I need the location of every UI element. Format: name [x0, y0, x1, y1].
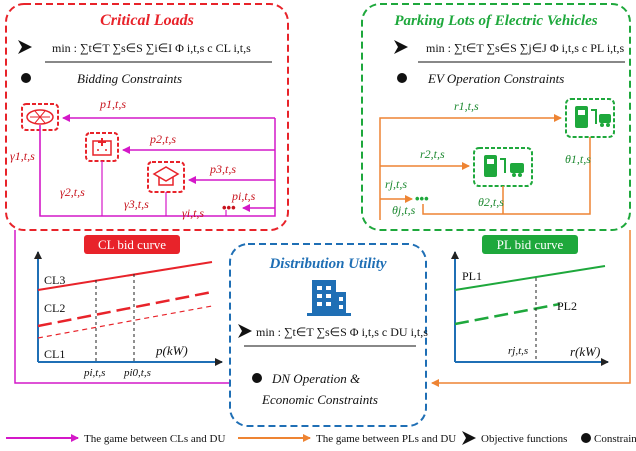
ev-charger-icon — [565, 98, 615, 138]
constraint-bullet-icon — [581, 433, 591, 443]
cl-tick-1: pi,t,s — [83, 367, 105, 379]
cl1-curve — [37, 305, 213, 339]
constraint-bullet-icon — [21, 73, 31, 83]
theta-label-2: θ2,t,s — [478, 195, 504, 209]
theta-label-j: θj,t,s — [392, 203, 416, 217]
theta-label-1: θ1,t,s — [565, 152, 591, 166]
constraint-bullet-icon — [397, 73, 407, 83]
rate-label-j: rj,t,s — [385, 177, 407, 191]
pl2-curve — [454, 302, 561, 326]
du-objective: min : ∑t∈T ∑s∈S Φ i,t,s c DU i,t,s — [256, 325, 428, 339]
cl1-label: CL1 — [44, 347, 65, 361]
legend-cl-du: The game between CLs and DU — [84, 433, 225, 445]
cl-tick-2: pi0,t,s — [123, 367, 151, 379]
cl3-label: CL3 — [44, 273, 65, 287]
gamma-label-i: γi,t,s — [182, 206, 204, 220]
critical-loads-title: Critical Loads — [100, 12, 194, 29]
du-constraints-line1: DN Operation & — [271, 371, 361, 386]
parking-lots-panel: Parking Lots of Electric Vehicles min : … — [361, 3, 631, 231]
cl2-curve — [37, 290, 213, 328]
constraint-bullet-icon — [252, 373, 262, 383]
distribution-utility-title: Distribution Utility — [268, 256, 386, 272]
legend: The game between CLs and DU The game bet… — [6, 431, 636, 445]
legend-objective: Objective functions — [481, 433, 567, 445]
pl-bid-curve-label: PL bid curve — [497, 237, 564, 252]
parking-lots-title: Parking Lots of Electric Vehicles — [394, 13, 597, 29]
cl-bid-curve-chart: CL bid curve CL3 CL2 CL1 p(kW) pi,t,s pi… — [14, 230, 237, 387]
distribution-utility-panel: Distribution Utility min : ∑t∈T ∑s∈S Φ i… — [229, 243, 428, 427]
pl1-label: PL1 — [462, 269, 482, 283]
pl1-curve — [454, 265, 606, 291]
cl-x-axis-label: p(kW) — [155, 343, 188, 358]
pl-bid-curve-chart: PL bid curve PL1 PL2 r(kW) rj,t,s — [431, 230, 631, 387]
price-label-2: p2,t,s — [149, 132, 176, 146]
legend-constraints: Constraints — [594, 433, 636, 445]
price-label-3: p3,t,s — [209, 162, 236, 176]
cl2-label: CL2 — [44, 301, 65, 315]
pl-ellipsis: ••• — [415, 191, 429, 206]
cl3-curve — [37, 261, 213, 291]
gamma-label-3: γ3,t,s — [124, 197, 149, 211]
price-label-1: p1,t,s — [99, 97, 126, 111]
pl-constraints: EV Operation Constraints — [427, 71, 564, 86]
legend-pl-du: The game between PLs and DU — [316, 433, 456, 445]
pl-objective: min : ∑t∈T ∑s∈S ∑j∈J Φ i,t,s c PL i,t,s — [426, 41, 624, 55]
objective-arrow-icon — [462, 431, 476, 445]
gamma-label-1: γ1,t,s — [10, 149, 35, 163]
objective-arrow-icon — [18, 40, 32, 54]
pl-tick-1: rj,t,s — [508, 345, 528, 357]
rate-label-1: r1,t,s — [454, 99, 479, 113]
objective-arrow-icon — [238, 324, 252, 338]
cl-ellipsis: ••• — [222, 200, 236, 215]
critical-loads-panel: Critical Loads min : ∑t∈T ∑s∈S ∑i∈I Φ i,… — [5, 3, 289, 231]
school-icon — [147, 161, 185, 193]
pl-x-axis-label: r(kW) — [570, 344, 600, 359]
hospital-icon — [85, 132, 119, 162]
pl-bid-curve-badge — [482, 235, 578, 254]
gamma-label-2: γ2,t,s — [60, 185, 85, 199]
cl-constraints: Bidding Constraints — [77, 71, 182, 86]
rate-label-2: r2,t,s — [420, 147, 445, 161]
ev-charger-icon — [473, 147, 533, 187]
pl2-label: PL2 — [557, 299, 577, 313]
cl-bid-curve-label: CL bid curve — [98, 237, 166, 252]
cl-bid-curve-badge — [84, 235, 180, 254]
price-label-i: pi,t,s — [231, 189, 256, 203]
cl-objective: min : ∑t∈T ∑s∈S ∑i∈I Φ i,t,s c CL i,t,s — [52, 41, 251, 55]
objective-arrow-icon — [394, 40, 408, 54]
du-constraints-line2: Economic Constraints — [261, 392, 378, 407]
building-icon — [307, 280, 351, 316]
